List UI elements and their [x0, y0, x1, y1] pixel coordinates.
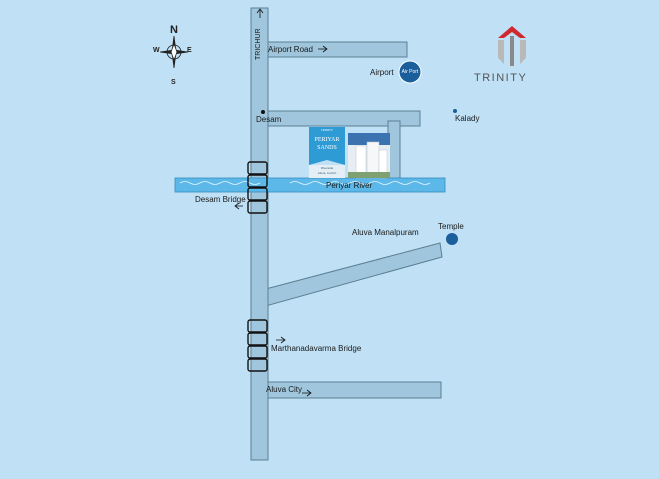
brand-logo-mark [498, 26, 526, 66]
compass-rose [159, 35, 189, 69]
project-banner [309, 127, 345, 165]
marthanadavarma-bridge-label: Marthanadavarma Bridge [271, 344, 362, 353]
project-name-line1: PERIYAR [314, 137, 340, 143]
trichur-label: TRICHUR [255, 28, 262, 61]
temple-marker [446, 233, 458, 245]
compass-east-label: E [187, 47, 192, 54]
airport-label: Airport [370, 68, 394, 77]
compass-west-label: W [153, 47, 160, 54]
aluva-manalpuram-road [261, 242, 443, 308]
compass-north-label: N [170, 24, 178, 36]
compass-south-label: S [171, 79, 176, 86]
desam-label: Desam [256, 115, 282, 124]
marthanadavarma-bridge-structure [247, 319, 268, 372]
direction-arrows [234, 8, 328, 397]
project-caption-box [309, 165, 345, 178]
desam-bridge-structure [247, 161, 268, 214]
trichur-main-road [250, 7, 269, 461]
desam-bridge-label: Desam Bridge [195, 195, 246, 204]
project-name-line2: SANDS [317, 145, 337, 151]
project-brand-small: TRINITY [321, 128, 333, 132]
road-network [250, 7, 443, 461]
aluva-city-label: Aluva City [266, 385, 303, 394]
airport-road-label: Airport Road [268, 45, 313, 54]
periyar-river [174, 177, 446, 193]
kalady-dot [453, 109, 457, 113]
desam-dot [261, 110, 265, 114]
periyar-river-label: Periyar River [326, 181, 373, 190]
project-tagline-line1: Riverside [320, 166, 334, 170]
airport-badge [398, 60, 422, 84]
project-building [348, 133, 390, 179]
brand-name: TRINITY [474, 72, 528, 84]
project-tagline-line2: Aluva, Cochin [317, 171, 337, 175]
aluva-manalpuram-label: Aluva Manalpuram [352, 228, 419, 237]
temple-label: Temple [438, 222, 464, 231]
kalady-label: Kalady [455, 114, 480, 123]
airport-badge-label: Air Port [401, 69, 419, 75]
